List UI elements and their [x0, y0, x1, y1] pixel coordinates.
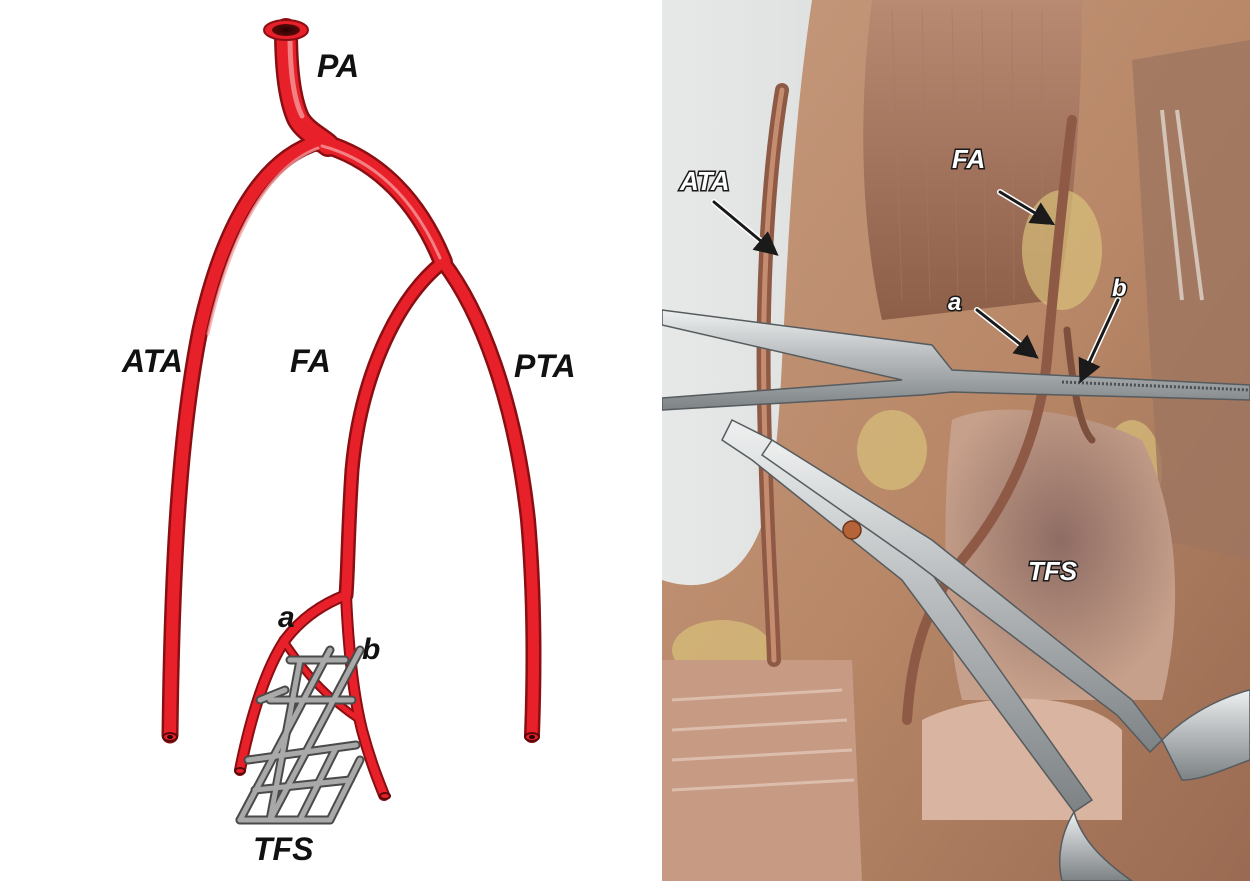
arrow-ata [712, 200, 779, 256]
dissection-photo-panel: ATA FA a b TFS [662, 0, 1250, 881]
lateral-muscle [1132, 40, 1250, 560]
lateral-tendons [1160, 109, 1204, 301]
label-fa: FA [290, 343, 331, 379]
artery-highlights [206, 32, 442, 336]
fa-branch-b [1063, 326, 1096, 444]
lower-tendons [662, 660, 862, 881]
arrow-fa [998, 190, 1056, 226]
branch-b-end-cap [379, 792, 391, 800]
label-a: a [278, 601, 295, 634]
artery-fills [164, 20, 539, 799]
photo-label-fa: FA [952, 144, 985, 174]
photo-label-tfs: TFS [1028, 556, 1078, 586]
popliteal-opening [263, 19, 309, 41]
label-ata: ATA [121, 343, 183, 379]
photo-label-ata: ATA [679, 166, 730, 196]
annotation-arrows [711, 189, 1121, 384]
label-tfs: TFS [253, 831, 314, 867]
photo-label-a: a [948, 289, 961, 316]
arrow-a [975, 308, 1039, 359]
artery-diagram: PA ATA FA PTA a b TFS [121, 18, 576, 867]
label-pta: PTA [514, 348, 576, 384]
diagonal-forceps [721, 418, 1250, 881]
fa-vessel [902, 115, 1077, 725]
horizontal-forceps [662, 309, 1250, 411]
artery-end-caps [162, 732, 540, 800]
arrow-b [1078, 298, 1120, 384]
anterior-tibial-artery-outline [161, 133, 327, 744]
dissection-photo: ATA FA a b TFS [662, 0, 1250, 881]
tendon-striations [671, 688, 855, 792]
label-b: b [362, 633, 380, 666]
label-pa: PA [317, 48, 359, 84]
tibiofibular-trunk-outline [308, 132, 453, 272]
branch-a-end-cap [234, 767, 246, 775]
artery-diagram-panel: PA ATA FA PTA a b TFS [121, 18, 576, 867]
tfs-mesh [235, 645, 365, 825]
photo-label-b: b [1112, 275, 1127, 302]
